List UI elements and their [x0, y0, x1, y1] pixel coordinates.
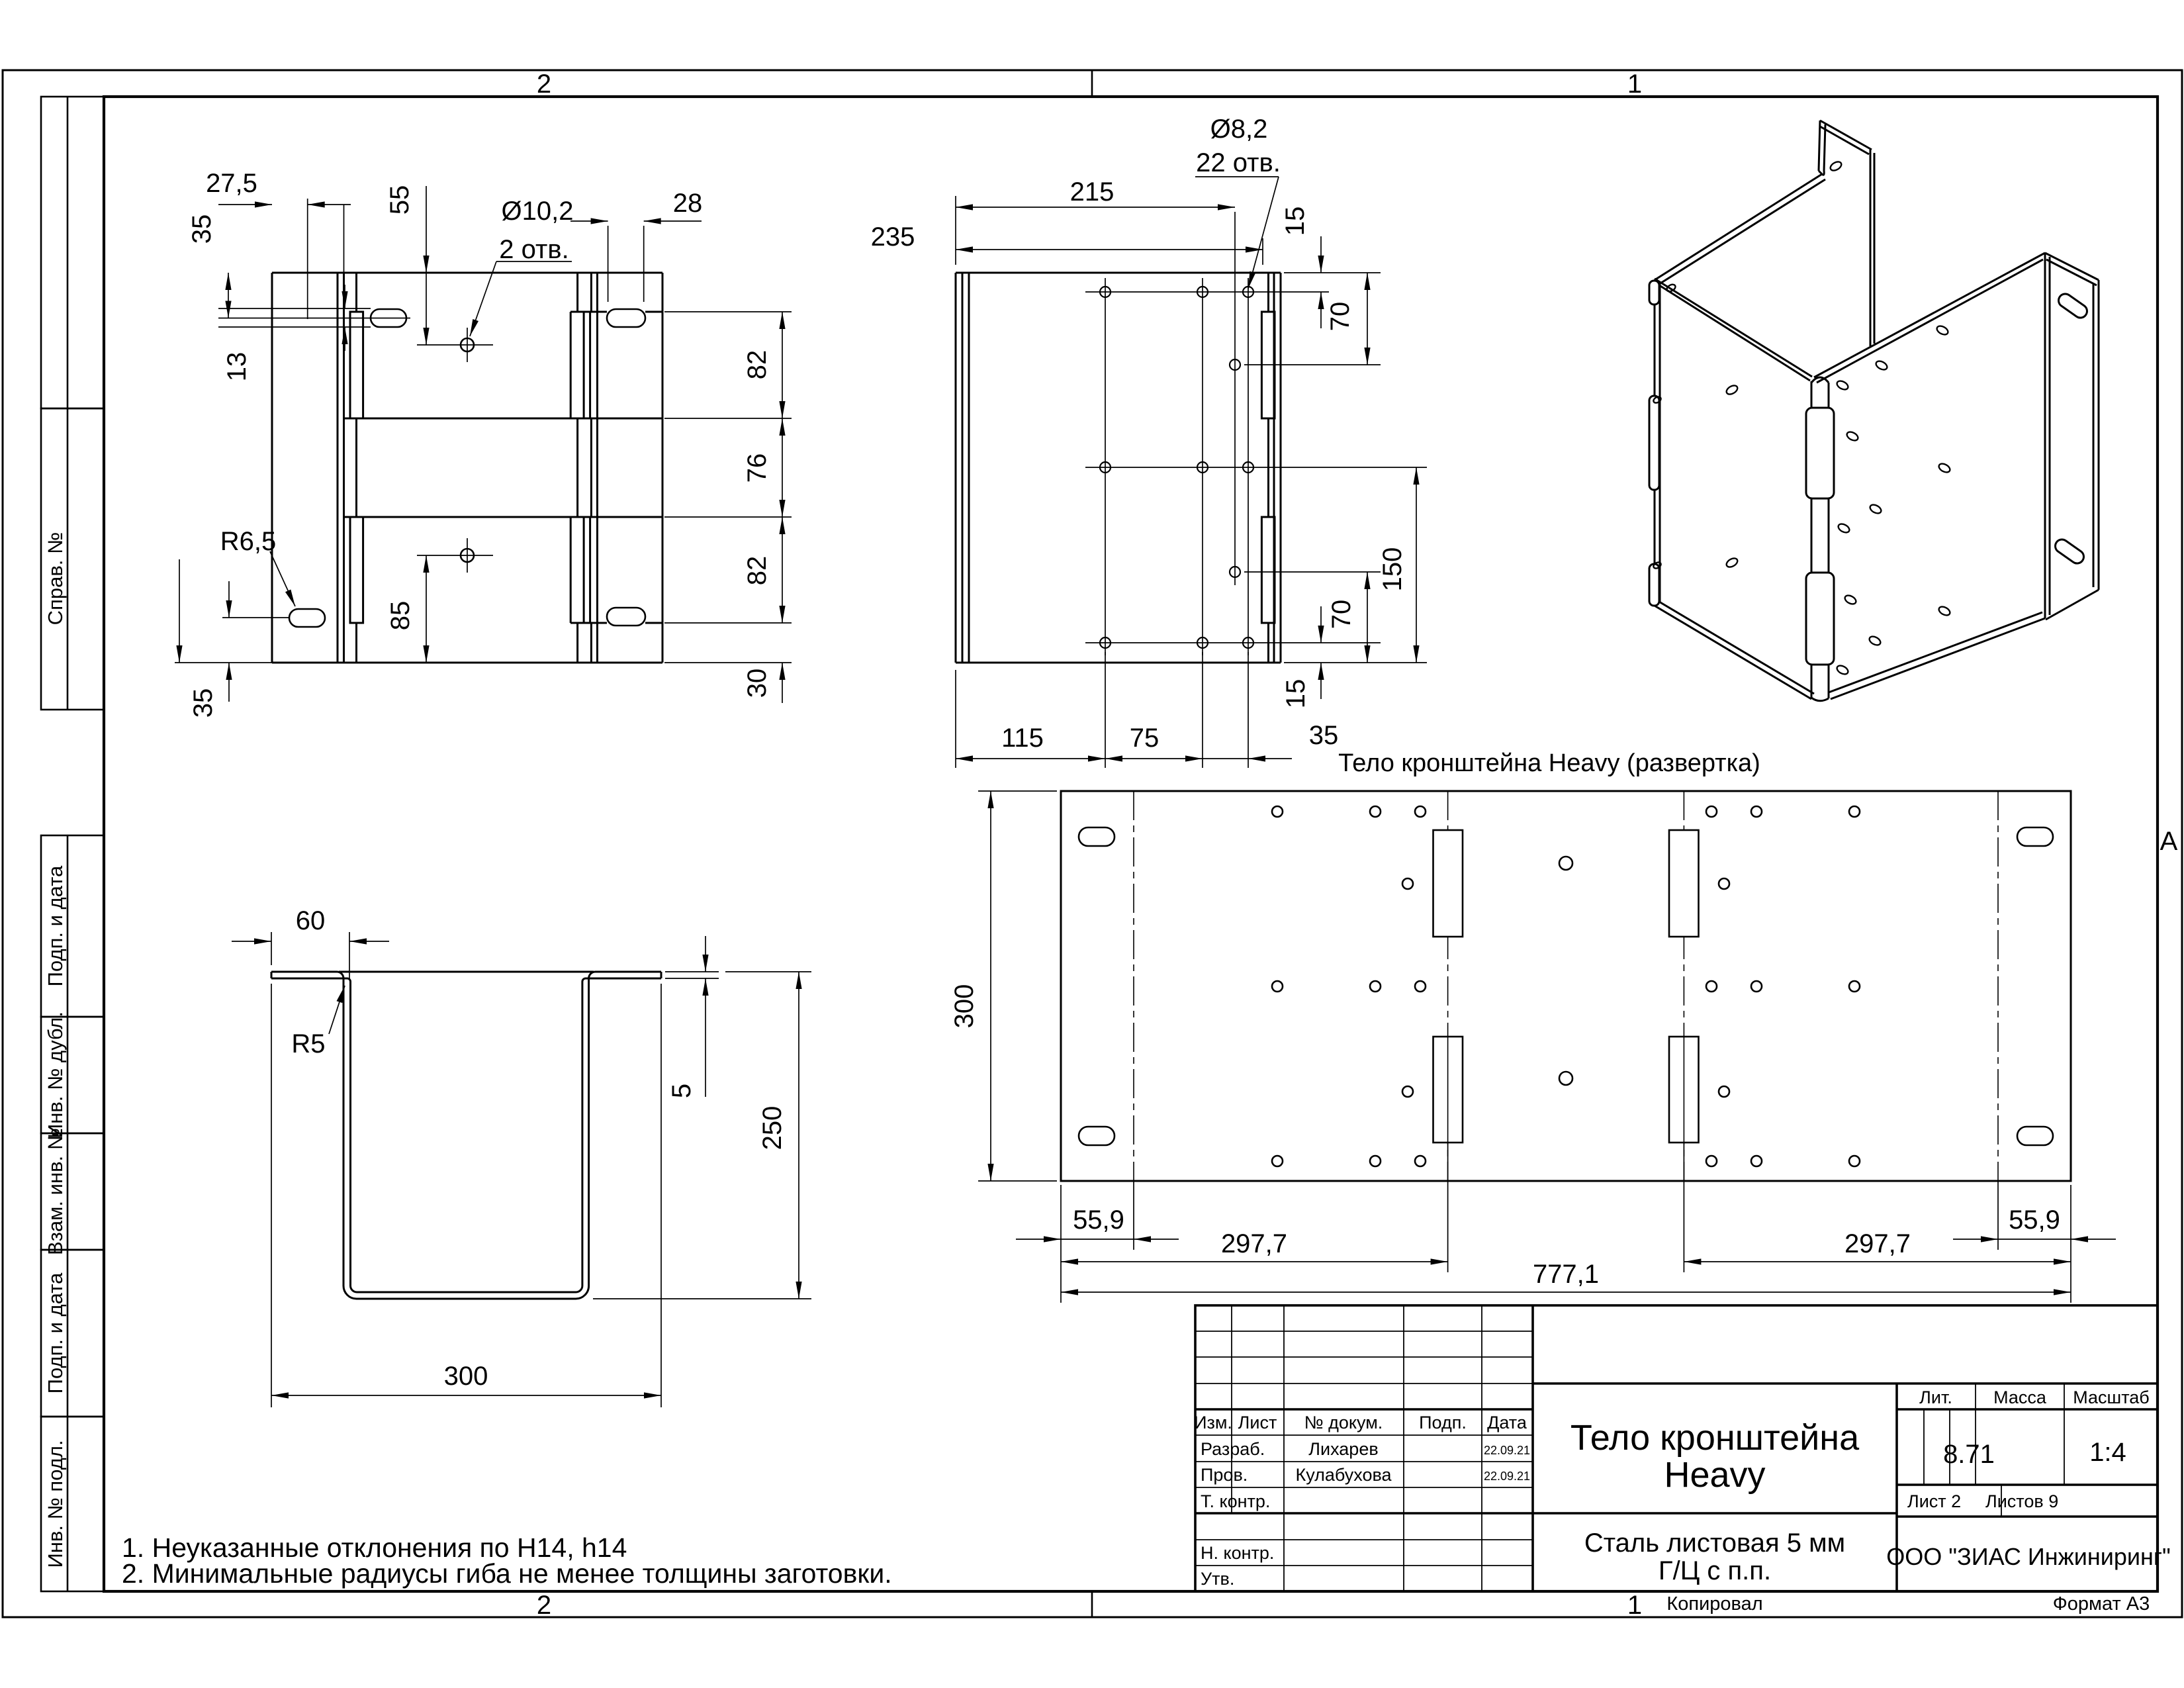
svg-text:35: 35 [1309, 721, 1339, 750]
svg-text:Лист: Лист [1238, 1413, 1277, 1432]
svg-text:Сталь листовая 5 мм: Сталь листовая 5 мм [1584, 1528, 1845, 1558]
svg-text:Справ. №: Справ. № [44, 532, 67, 626]
svg-text:2: 2 [537, 70, 551, 99]
svg-text:Кулабухова: Кулабухова [1295, 1465, 1392, 1485]
svg-text:55,9: 55,9 [1073, 1205, 1124, 1235]
svg-text:85: 85 [386, 601, 415, 631]
svg-text:82: 82 [743, 350, 772, 380]
svg-text:Т. контр.: Т. контр. [1201, 1491, 1270, 1511]
svg-text:35: 35 [189, 688, 218, 718]
svg-text:Heavy: Heavy [1664, 1455, 1765, 1495]
svg-text:Г/Ц с п.п.: Г/Ц с п.п. [1659, 1556, 1771, 1585]
svg-text:55: 55 [385, 185, 414, 215]
svg-text:Ø10,2: Ø10,2 [502, 197, 574, 226]
svg-text:Подп. и дата: Подп. и дата [44, 1272, 67, 1393]
svg-text:8.71: 8.71 [1943, 1440, 1995, 1469]
svg-text:Тело кронштейна: Тело кронштейна [1570, 1418, 1860, 1458]
svg-text:30: 30 [743, 669, 772, 698]
svg-text:115: 115 [1001, 724, 1044, 753]
svg-text:Формат А3: Формат А3 [2053, 1593, 2150, 1615]
svg-text:300: 300 [444, 1362, 488, 1391]
svg-text:22.09.21: 22.09.21 [1484, 1470, 1530, 1483]
svg-text:250: 250 [758, 1106, 787, 1150]
svg-text:Взам. инв. №: Взам. инв. № [44, 1128, 67, 1255]
svg-text:70: 70 [1327, 600, 1356, 630]
svg-text:Подп.: Подп. [1419, 1413, 1467, 1432]
svg-text:300: 300 [950, 984, 979, 1029]
svg-text:Лист 2: Лист 2 [1907, 1491, 1961, 1511]
svg-text:№ докум.: № докум. [1304, 1413, 1383, 1432]
svg-text:Н. контр.: Н. контр. [1201, 1543, 1274, 1563]
svg-text:297,7: 297,7 [1844, 1229, 1911, 1258]
svg-text:Лихарев: Лихарев [1308, 1439, 1378, 1459]
svg-text:297,7: 297,7 [1221, 1229, 1287, 1258]
svg-text:27,5: 27,5 [206, 169, 257, 198]
svg-text:1. Неуказанные отклонения по H: 1. Неуказанные отклонения по H14, h14 [122, 1532, 627, 1563]
svg-text:ООО "ЗИАС Инжиниринг": ООО "ЗИАС Инжиниринг" [1886, 1543, 2171, 1570]
svg-text:150: 150 [1378, 547, 1407, 592]
svg-text:2: 2 [537, 1591, 551, 1620]
svg-text:82: 82 [743, 556, 772, 586]
svg-text:2 отв.: 2 отв. [499, 235, 569, 264]
svg-text:R5: R5 [291, 1029, 325, 1058]
svg-text:Инв. № дубл.: Инв. № дубл. [44, 1011, 67, 1139]
svg-text:Утв.: Утв. [1201, 1569, 1234, 1589]
svg-text:35: 35 [187, 214, 216, 244]
svg-text:Изм.: Изм. [1194, 1413, 1232, 1432]
svg-text:Ø8,2: Ø8,2 [1210, 115, 1268, 144]
svg-text:Разраб.: Разраб. [1201, 1439, 1265, 1459]
svg-text:Копировал: Копировал [1666, 1593, 1762, 1615]
svg-text:Лит.: Лит. [1919, 1387, 1952, 1407]
svg-text:76: 76 [743, 453, 772, 483]
svg-text:А: А [2160, 827, 2178, 856]
svg-text:1: 1 [1627, 70, 1642, 99]
svg-text:215: 215 [1070, 177, 1115, 207]
svg-text:Инв. № подл.: Инв. № подл. [44, 1440, 67, 1568]
svg-text:75: 75 [1130, 724, 1160, 753]
svg-text:Масштаб: Масштаб [2073, 1387, 2150, 1407]
svg-text:1:4: 1:4 [2089, 1438, 2126, 1467]
svg-text:28: 28 [673, 189, 703, 218]
svg-text:60: 60 [296, 906, 326, 935]
svg-text:235: 235 [871, 222, 915, 252]
svg-text:2. Минимальные радиусы гиба не: 2. Минимальные радиусы гиба не менее тол… [122, 1558, 892, 1589]
svg-text:777,1: 777,1 [1533, 1260, 1599, 1289]
svg-text:15: 15 [1281, 207, 1310, 236]
svg-text:Масса: Масса [1993, 1387, 2047, 1407]
svg-text:Пров.: Пров. [1201, 1465, 1248, 1485]
svg-text:Подп. и дата: Подп. и дата [44, 865, 67, 986]
svg-text:22.09.21: 22.09.21 [1484, 1444, 1530, 1457]
svg-text:Дата: Дата [1487, 1413, 1527, 1432]
svg-text:13: 13 [222, 352, 251, 382]
svg-text:22 отв.: 22 отв. [1196, 148, 1281, 177]
svg-text:15: 15 [1281, 679, 1310, 709]
svg-text:1: 1 [1627, 1591, 1642, 1620]
svg-text:Тело кронштейна Heavy (разверт: Тело кронштейна Heavy (развертка) [1338, 749, 1760, 777]
svg-text:Листов 9: Листов 9 [1985, 1491, 2058, 1511]
svg-text:R6,5: R6,5 [220, 527, 277, 556]
svg-text:70: 70 [1326, 302, 1355, 332]
svg-text:5: 5 [667, 1084, 696, 1098]
svg-text:55,9: 55,9 [2009, 1205, 2060, 1235]
